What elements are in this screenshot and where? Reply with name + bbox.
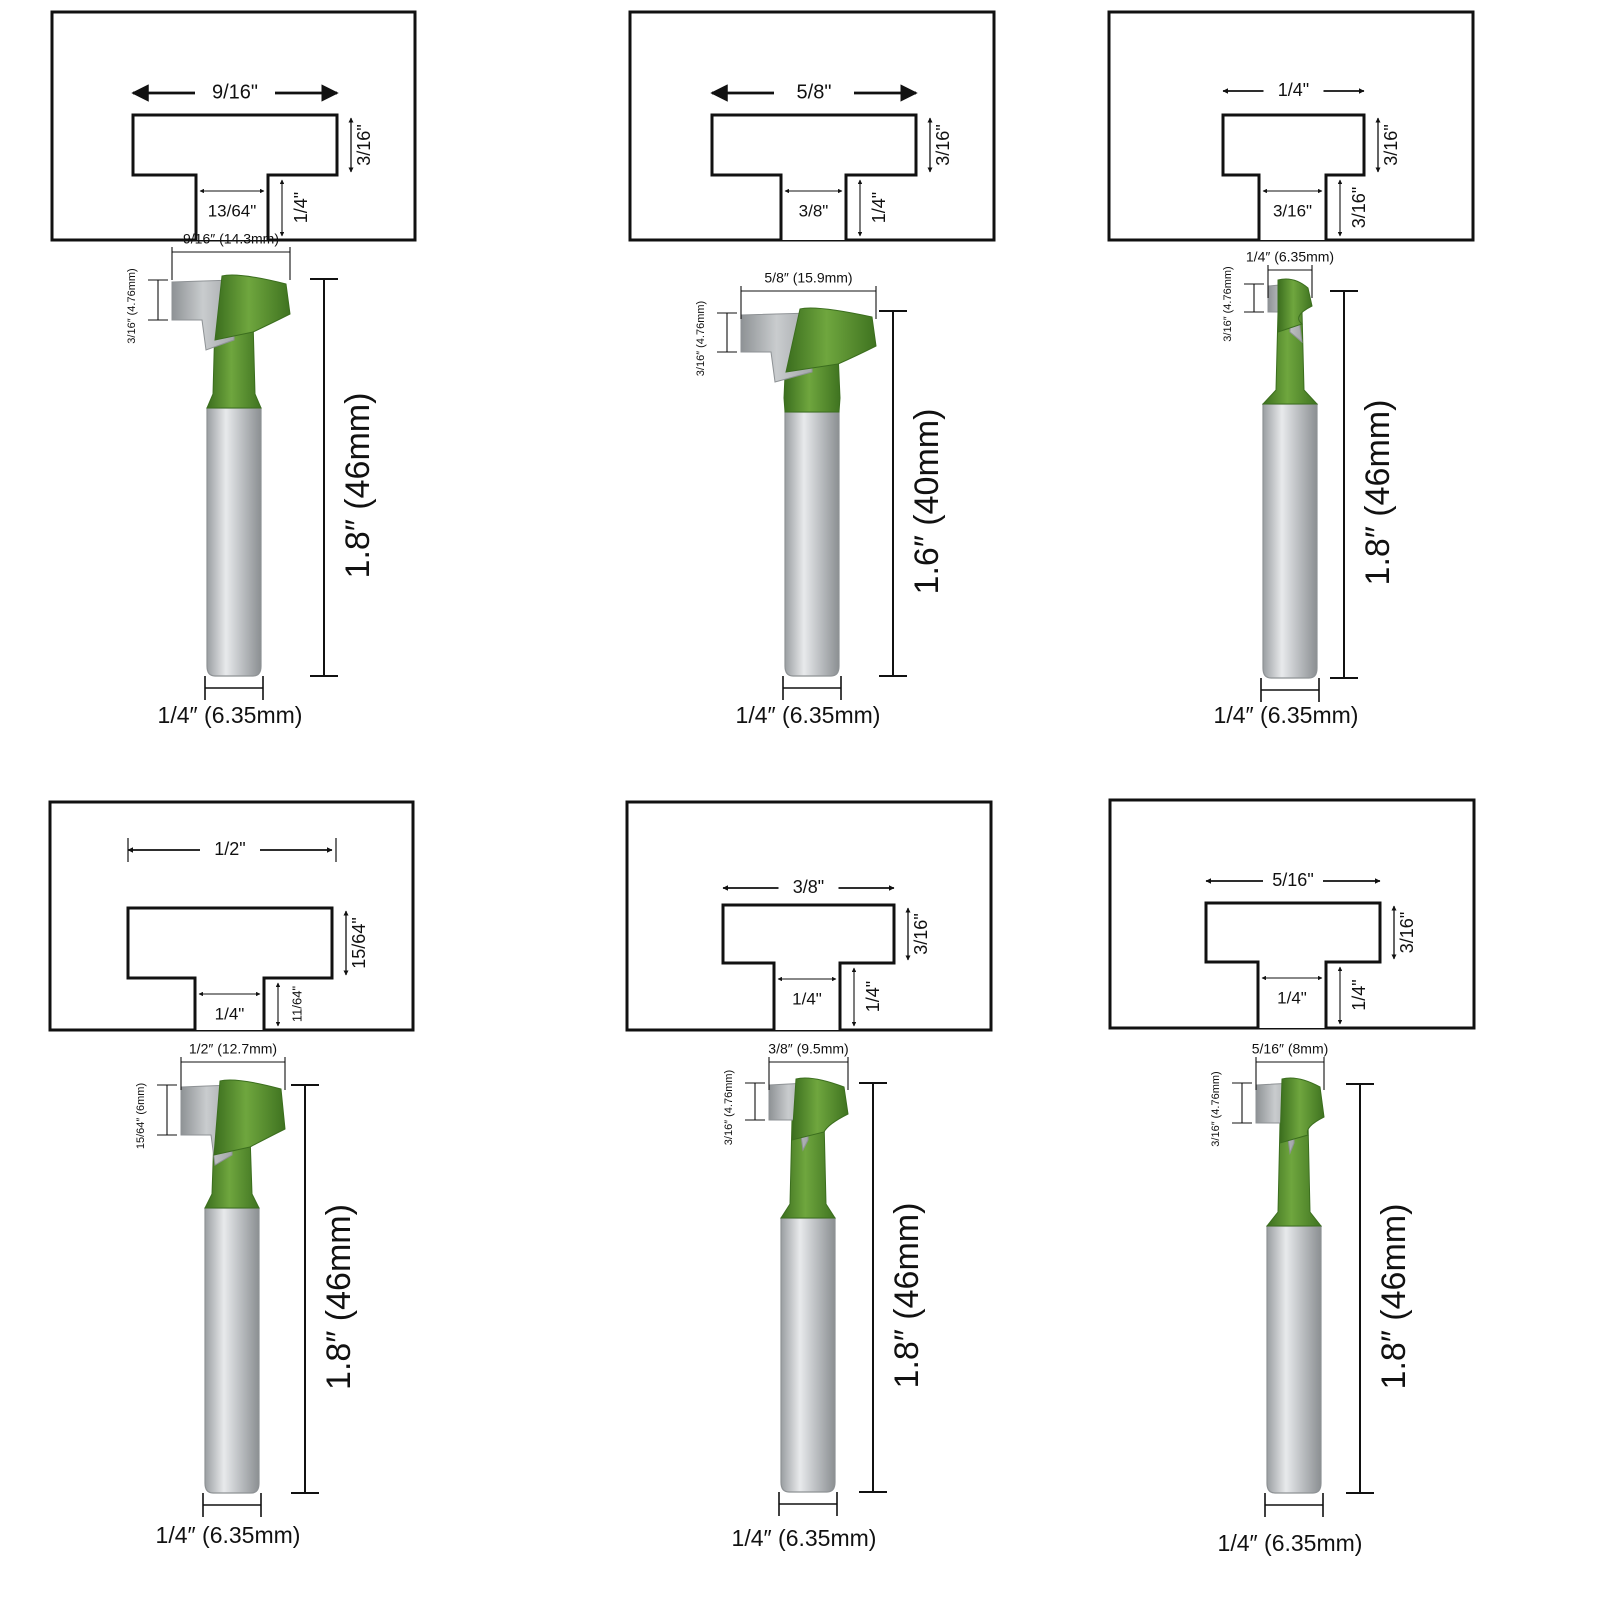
slot-profile-diagram: 1/2" 15/64" 1/4" 11/64" [48,800,415,1032]
neck-depth-label: 1/4" [1349,979,1369,1010]
bit-panel-4: 1/2" 15/64" 1/4" 11/64" 1/2″ (12.7mm) 15/64″ … [48,800,415,1548]
bit-panel-6: 5/16" 3/16" 1/4" 1/4" 5/16″ (8mm) 3/16″ (4.76… [1108,798,1476,1556]
overall-length-label: 1.8″ (46mm) [1359,400,1397,586]
cutter-width-label: 1/4″ (6.35mm) [1246,249,1334,265]
slot-depth-label: 15/64" [349,917,369,968]
router-bit: 1/4″ (6.35mm) 3/16″ (4.76mm) 1.8″ (46mm) 1/… [1214,249,1397,728]
cutter-head [214,274,291,341]
slot-profile-diagram: 5/8" 3/16" 3/8" 1/4" [628,10,996,242]
cutter-width-label: 1/2″ (12.7mm) [189,1041,277,1057]
bit-shank [206,407,262,677]
t-slot-outline [126,906,334,1030]
cutter-height-label: 3/16″ (4.76mm) [1210,1071,1222,1146]
bit-shank [784,411,840,677]
neck-width-label: 13/64" [208,201,257,220]
slot-profile-diagram: 1/4" 3/16" 3/16" 3/16" [1107,10,1475,242]
slot-profile-diagram: 5/16" 3/16" 1/4" 1/4" [1108,798,1476,1030]
slot-depth-label: 3/16" [933,124,953,165]
cutter-width-label: 5/8″ (15.9mm) [764,270,852,286]
shank-diameter-label: 1/4″ (6.35mm) [158,702,303,728]
t-slot-outline [710,113,918,240]
cutter-head [1277,278,1313,333]
cutter-height-label: 3/16″ (4.76mm) [126,268,138,343]
cutter-height-label: 3/16″ (4.76mm) [723,1070,735,1145]
router-bit: 3/8″ (9.5mm) 3/16″ (4.76mm) 1.8″ (46mm) 1/4… [723,1041,926,1551]
bit-shank [780,1217,836,1493]
slot-width-label: 3/8" [793,877,824,897]
overall-length-label: 1.8″ (46mm) [339,393,377,579]
shank-diameter-label: 1/4″ (6.35mm) [156,1522,301,1548]
neck-depth-label: 11/64" [289,986,304,1023]
router-bit: 5/8″ (15.9mm) 3/16″ (4.76mm) 1.6″ (40mm) 1/… [695,270,946,728]
neck-width-label: 1/4" [1277,988,1307,1007]
bit-panel-2: 5/8" 3/16" 3/8" 1/4" 5/8″ (15.9mm) 3/16″ (4.7… [628,10,996,728]
shank-diameter-label: 1/4″ (6.35mm) [732,1525,877,1551]
slot-depth-label: 3/16" [354,124,374,165]
slot-width-label: 1/4" [1278,80,1309,100]
cutter-height-label: 3/16″ (4.76mm) [1222,266,1234,341]
neck-width-label: 3/16" [1273,201,1312,220]
bit-panel-5: 3/8" 3/16" 1/4" 1/4" 3/8″ (9.5mm) 3/16″ (4.76… [625,800,993,1551]
neck-depth-label: 1/4" [863,981,883,1012]
cutter-width-label: 3/8″ (9.5mm) [768,1041,848,1057]
t-slot-outline [721,903,896,1030]
neck-width-label: 3/8" [799,201,829,220]
router-bit: 5/16″ (8mm) 3/16″ (4.76mm) 1.8″ (46mm) 1/4″… [1210,1041,1413,1556]
cutter-width-label: 5/16″ (8mm) [1252,1041,1329,1057]
slot-depth-label: 3/16" [1381,124,1401,165]
neck-depth-label: 1/4" [291,192,311,223]
t-slot-outline [131,113,339,240]
t-slot-outline [1204,901,1382,1028]
neck-depth-label: 3/16" [1349,187,1369,228]
overall-length-label: 1.8″ (46mm) [888,1203,926,1389]
cutter-height-label: 15/64″ (6mm) [135,1083,147,1149]
slot-width-label: 5/8" [797,81,832,103]
t-slot-outline [1221,113,1366,240]
overall-length-label: 1.6″ (40mm) [908,409,946,595]
slot-width-label: 1/2" [214,839,245,859]
slot-depth-label: 3/16" [1397,912,1417,953]
slot-depth-label: 3/16" [911,913,931,954]
cutter-head [791,1077,849,1141]
cutter-head [1279,1077,1325,1144]
bit-shank [1262,403,1318,679]
cutter-head [213,1079,286,1156]
neck-depth-label: 1/4" [869,192,889,223]
router-bit: 9/16″ (14.3mm) 3/16″ (4.76mm) 1.8″ (46mm) 1… [126,231,377,728]
shank-diameter-label: 1/4″ (6.35mm) [736,702,881,728]
cutter-height-label: 3/16″ (4.76mm) [695,301,707,376]
neck-width-label: 1/4" [215,1004,245,1023]
overall-length-label: 1.8″ (46mm) [1375,1204,1413,1390]
router-bit: 1/2″ (12.7mm) 15/64″ (6mm) 1.8″ (46mm) 1/4″… [135,1041,358,1548]
cutter-width-label: 9/16″ (14.3mm) [183,231,279,247]
overall-length-label: 1.8″ (46mm) [320,1204,358,1390]
shank-diameter-label: 1/4″ (6.35mm) [1218,1530,1363,1556]
neck-width-label: 1/4" [792,989,822,1008]
bit-panel-1: 9/16" 3/16" 13/64" 1/4" 9/16″ (14.3mm) 3/16″ … [50,10,417,728]
slot-profile-diagram: 9/16" 3/16" 13/64" 1/4" [50,10,417,242]
slot-profile-diagram: 3/8" 3/16" 1/4" 1/4" [625,800,993,1032]
bit-panel-3: 1/4" 3/16" 3/16" 3/16" 1/4″ (6.35mm) 3/16″ (4… [1107,10,1475,728]
slot-width-label: 9/16" [212,81,258,103]
cutter-head [785,307,877,373]
shank-diameter-label: 1/4″ (6.35mm) [1214,702,1359,728]
bit-shank [204,1207,260,1494]
bit-shank [1266,1225,1322,1494]
slot-width-label: 5/16" [1272,870,1313,890]
